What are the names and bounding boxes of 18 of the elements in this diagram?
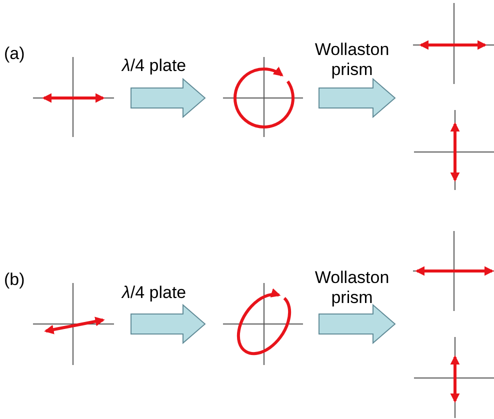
polarization-drawing <box>411 229 494 313</box>
polarization-drawing <box>31 55 117 139</box>
block-arrow <box>318 304 396 344</box>
polarization-drawing <box>411 2 494 86</box>
edge-label: Wollaston prism <box>314 40 390 79</box>
polarization-drawing <box>221 281 305 367</box>
block-arrow <box>130 304 206 344</box>
block-arrow <box>318 78 396 118</box>
polarization-drawing <box>221 55 305 139</box>
edge-label: Wollaston prism <box>314 268 390 307</box>
panel-label: (a) <box>4 44 25 64</box>
block-arrow <box>130 78 206 118</box>
polarization-drawing <box>412 108 494 192</box>
panel-label: (b) <box>4 270 25 290</box>
edge-label: λ/4 plate <box>122 283 186 302</box>
polarization-drawing <box>31 281 117 367</box>
edge-label: λ/4 plate <box>122 56 186 75</box>
polarization-drawing <box>412 335 494 419</box>
